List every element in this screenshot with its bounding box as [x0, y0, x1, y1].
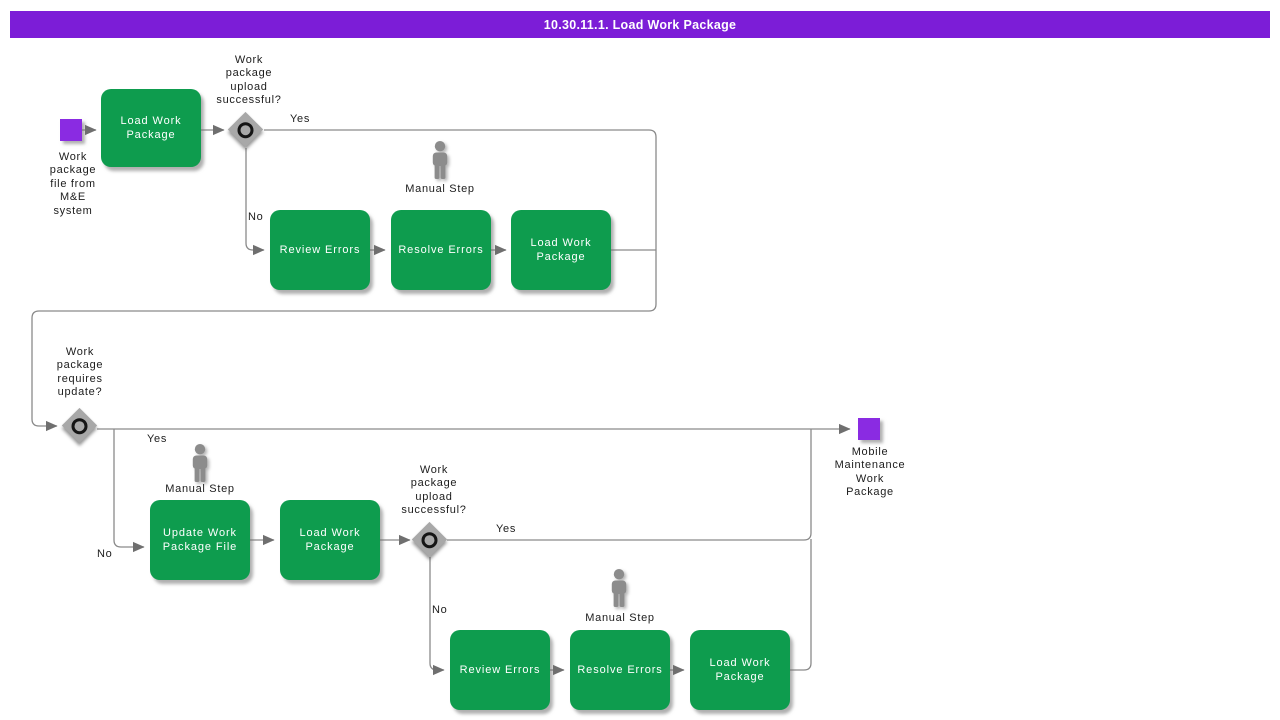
- activity-review-errors-1: Review Errors: [270, 210, 370, 290]
- gateway-ring-icon: [234, 118, 257, 141]
- gateway3-no-label: No: [432, 604, 448, 616]
- manual-step-label-3: Manual Step: [585, 612, 655, 624]
- gateway-ring-icon: [68, 414, 91, 437]
- start-event-node: [60, 119, 82, 141]
- wire-gateway2-no: [113, 429, 145, 553]
- wire-gateway1-no: [245, 148, 265, 256]
- gateway3-yes-label: Yes: [496, 523, 517, 535]
- gateway2-no-label: No: [97, 548, 113, 560]
- gateway1-yes-label: Yes: [290, 113, 311, 125]
- gateway2-yes-label: Yes: [147, 433, 168, 445]
- wire-gateway3-yes: [447, 429, 812, 541]
- activity-update-work-package-file: Update Work Package File: [150, 500, 250, 580]
- gateway1-question-label: Work package upload successful?: [216, 54, 282, 107]
- activity-load-work-package-3: Load Work Package: [280, 500, 380, 580]
- wire-gateway1-yes-loop: [31, 129, 657, 432]
- diagram-title: 10.30.11.1. Load Work Package: [543, 17, 737, 32]
- activity-load-work-package-1: Load Work Package: [101, 89, 201, 167]
- manual-step-person-icon: [192, 444, 208, 482]
- diagram-title-bar: 10.30.11.1. Load Work Package: [10, 11, 1270, 38]
- manual-step-person-icon: [611, 569, 627, 607]
- activity-resolve-errors-2: Resolve Errors: [570, 630, 670, 710]
- end-event-node: [858, 418, 880, 440]
- gateway3-question-label: Work package upload successful?: [401, 464, 467, 517]
- manual-step-label-2: Manual Step: [165, 483, 235, 495]
- manual-step-label-1: Manual Step: [405, 183, 475, 195]
- gateway1-no-label: No: [248, 211, 264, 223]
- activity-resolve-errors-1: Resolve Errors: [391, 210, 491, 290]
- gateway-ring-icon: [418, 528, 441, 551]
- start-event-label: Work package file from M&E system: [49, 151, 97, 217]
- wire-row2-rejoin: [790, 539, 812, 671]
- activity-review-errors-2: Review Errors: [450, 630, 550, 710]
- gateway2-question-label: Work package requires update?: [56, 346, 104, 399]
- wire-gateway3-no: [429, 557, 445, 676]
- manual-step-person-icon: [432, 141, 448, 179]
- activity-load-work-package-2: Load Work Package: [511, 210, 611, 290]
- end-event-label: Mobile Maintenance Work Package: [834, 446, 906, 499]
- activity-load-work-package-4: Load Work Package: [690, 630, 790, 710]
